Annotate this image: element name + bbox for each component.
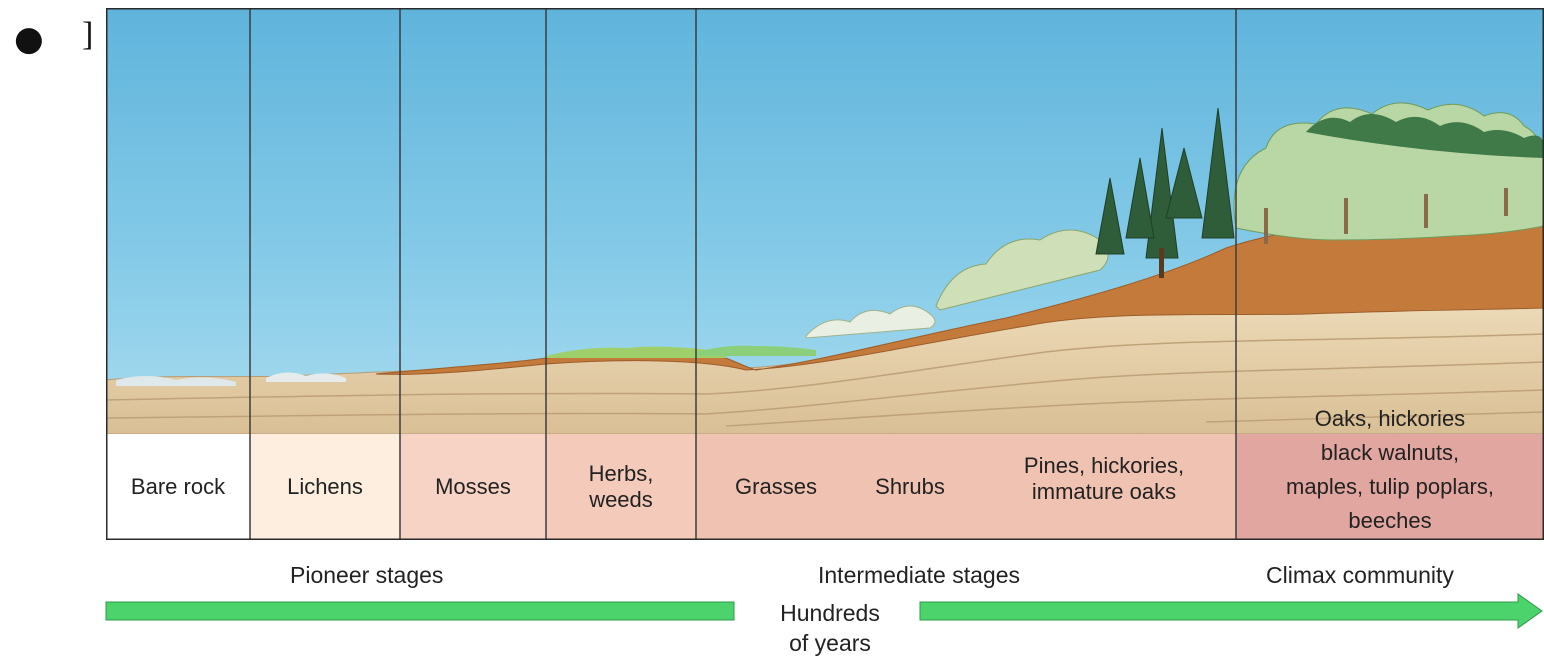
climax-community-label: Climax community bbox=[1266, 562, 1454, 589]
intermediate-stages-label: Intermediate stages bbox=[818, 562, 1020, 589]
stage-label: Grasses bbox=[735, 474, 817, 500]
stage-herbs-weeds: Herbs, weeds bbox=[546, 434, 696, 540]
time-scale-label: Hundreds of years bbox=[740, 598, 920, 658]
stage-bare-rock: Bare rock bbox=[106, 434, 250, 540]
time-arrow-right-segment bbox=[920, 594, 1542, 628]
stage-lichens: Lichens bbox=[250, 434, 400, 540]
stage-climax: Oaks, hickories black walnuts, maples, t… bbox=[1236, 400, 1544, 540]
stage-grasses: Grasses bbox=[696, 434, 856, 540]
stage-label: Pines, hickories, immature oaks bbox=[1024, 453, 1184, 505]
stage-shrubs: Shrubs bbox=[850, 434, 970, 540]
stage-label: Oaks, hickories black walnuts, maples, t… bbox=[1286, 402, 1494, 538]
time-arrow-left-segment bbox=[106, 602, 734, 620]
stage-label: Bare rock bbox=[131, 474, 225, 500]
stage-label: Herbs, weeds bbox=[589, 461, 654, 513]
bullet-item: ● ] bbox=[0, 0, 110, 80]
stage-pines: Pines, hickories, immature oaks bbox=[972, 434, 1236, 540]
time-scale-line1: Hundreds bbox=[740, 598, 920, 628]
bullet-dot: ● bbox=[14, 22, 44, 56]
stage-label-band: Bare rock Lichens Mosses Herbs, weeds Gr… bbox=[106, 434, 1544, 540]
stage-mosses: Mosses bbox=[400, 434, 546, 540]
stage-label: Lichens bbox=[287, 474, 363, 500]
pioneer-stages-label: Pioneer stages bbox=[290, 562, 443, 589]
time-scale-line2: of years bbox=[740, 628, 920, 658]
stage-label: Mosses bbox=[435, 474, 511, 500]
stage-label: Shrubs bbox=[875, 474, 945, 500]
bullet-text: ] bbox=[82, 18, 93, 52]
